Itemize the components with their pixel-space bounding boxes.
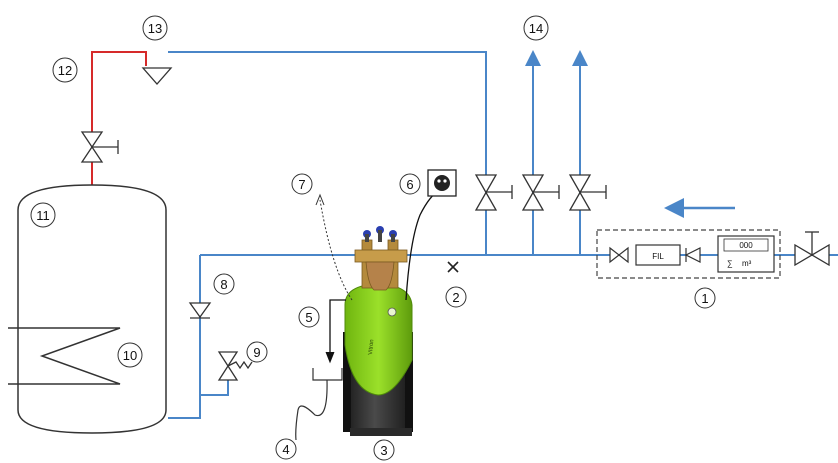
meter-unit: m³ [742, 259, 752, 268]
callout-14: 14 [523, 15, 549, 41]
drain-funnel [312, 368, 343, 381]
pressure-relief-valve [217, 351, 253, 381]
hot-water-pipe [91, 51, 147, 185]
softener-unit: Vitron [343, 226, 413, 436]
svg-text:5: 5 [305, 310, 312, 325]
outlet-valve-1 [474, 174, 513, 211]
meter-digits: 000 [739, 241, 753, 250]
bypass-point [447, 261, 459, 273]
filter-meter-assembly [596, 229, 781, 279]
svg-text:9: 9 [253, 345, 260, 360]
callout-2: 2 [445, 286, 467, 308]
filter-label: FIL [652, 252, 664, 261]
svg-text:10: 10 [123, 348, 137, 363]
meter-sum: ∑ [727, 259, 733, 268]
callout-7: 7 [291, 173, 313, 195]
outlet-valve-3 [568, 174, 607, 211]
callout-5: 5 [298, 306, 320, 328]
drain-line [329, 299, 346, 360]
vent-line [319, 199, 353, 301]
tank-shutoff-valve [80, 131, 119, 163]
heat-exchanger-coil [8, 327, 121, 385]
svg-text:11: 11 [36, 208, 50, 223]
callout-6: 6 [399, 173, 421, 195]
svg-text:7: 7 [298, 177, 305, 192]
svg-text:3: 3 [380, 443, 387, 458]
svg-text:14: 14 [529, 21, 543, 36]
callout-12: 12 [52, 57, 78, 83]
power-cable [405, 189, 441, 301]
svg-text:8: 8 [220, 277, 227, 292]
callout-8: 8 [213, 273, 235, 295]
svg-text:6: 6 [406, 177, 413, 192]
outlet-valve-2 [521, 174, 560, 211]
cold-water-pipes [168, 51, 838, 419]
svg-text:1: 1 [701, 291, 708, 306]
callout-3: 3 [373, 439, 395, 461]
svg-text:4: 4 [282, 442, 289, 457]
svg-text:13: 13 [148, 21, 162, 36]
callout-10: 10 [117, 342, 143, 368]
main-inlet-valve [794, 231, 830, 267]
callout-11: 11 [30, 202, 56, 228]
tundish-funnel [141, 67, 173, 85]
filter-box [635, 244, 681, 266]
check-valve-small [684, 247, 701, 263]
storage-tank [17, 184, 167, 434]
check-valve [188, 302, 212, 319]
svg-text:12: 12 [58, 63, 72, 78]
callout-13: 13 [142, 15, 168, 41]
drain-hose [295, 379, 328, 441]
unit-brand: Vitron [368, 339, 375, 355]
assembly-inlet-valve [609, 246, 629, 264]
callout-9: 9 [246, 341, 268, 363]
svg-text:2: 2 [452, 290, 459, 305]
callout-4: 4 [275, 438, 297, 460]
callout-1: 1 [694, 287, 716, 309]
